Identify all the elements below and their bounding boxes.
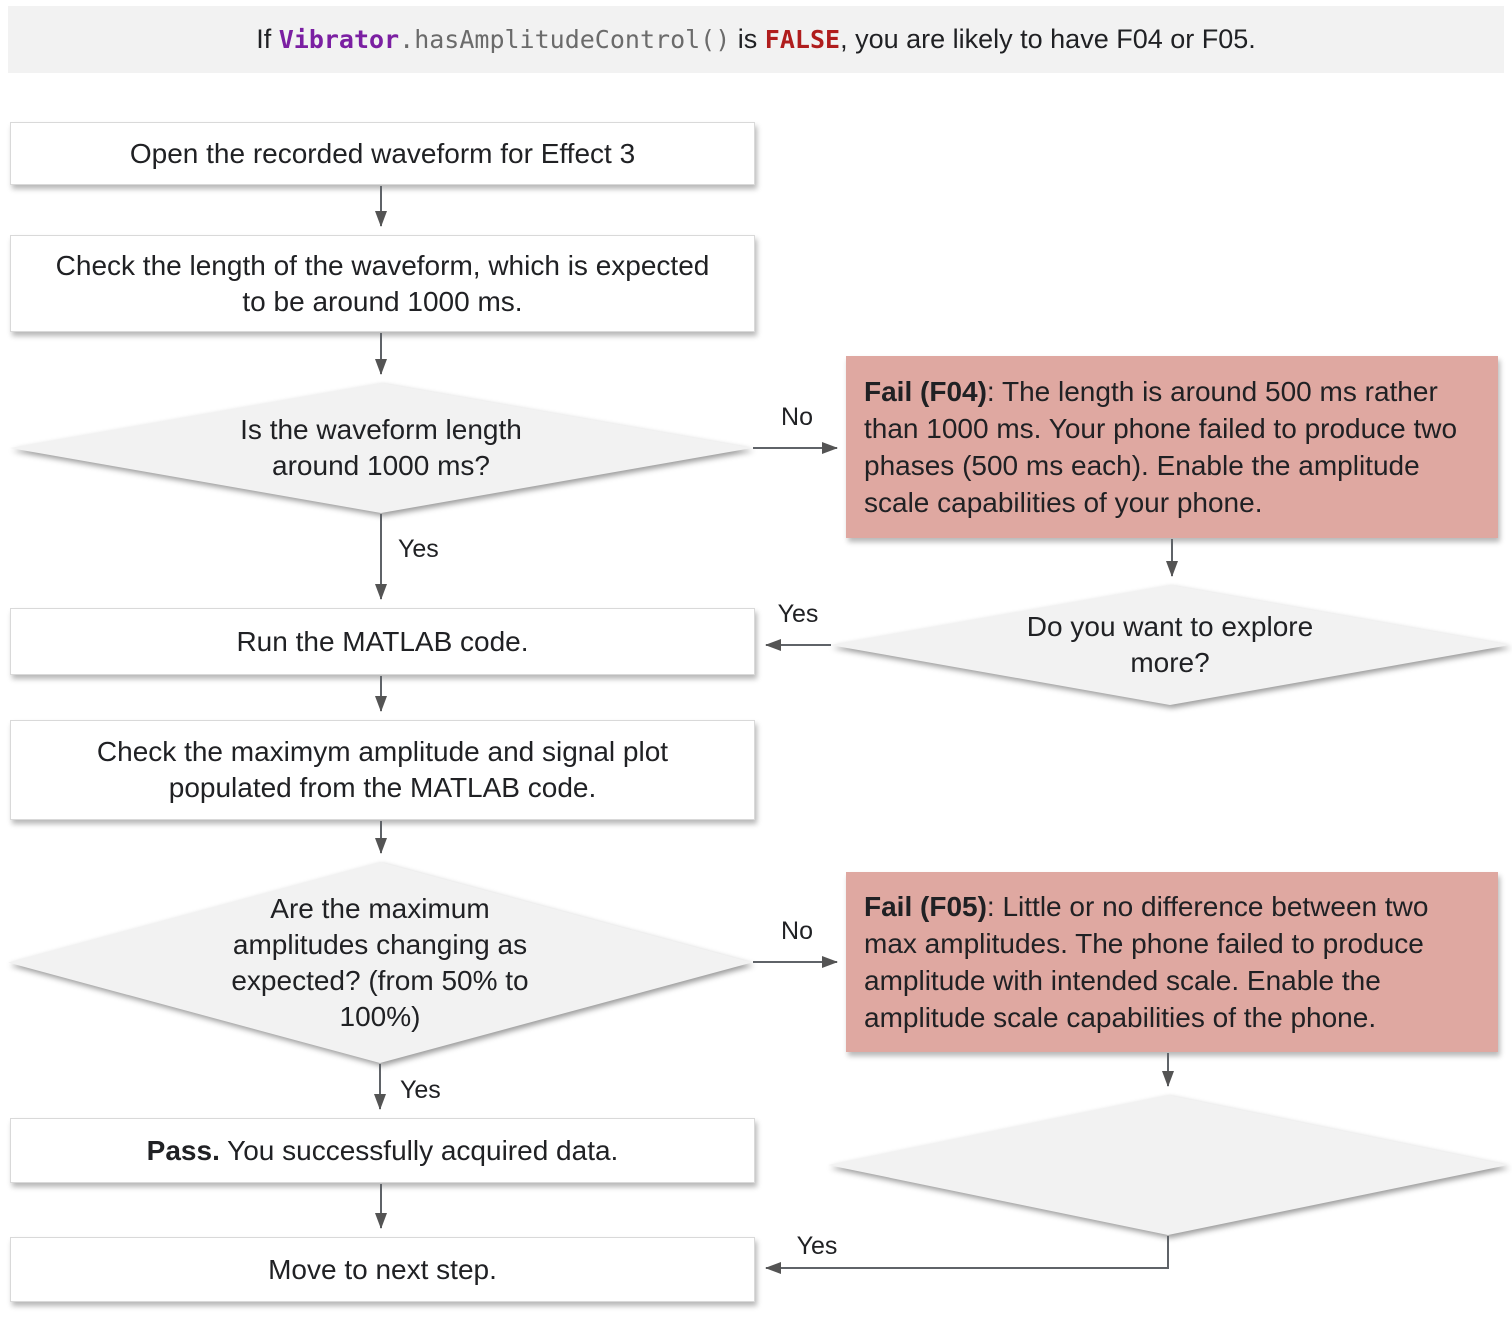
banner-suffix: , you are likely to have F04 or F05. [840, 24, 1256, 54]
pass-body: You successfully acquired data. [219, 1134, 619, 1166]
banner-code-false: FALSE [764, 25, 841, 54]
fail-f05-title: Fail (F05) [864, 891, 987, 922]
fail-f04-body: : The length is around 500 ms rather tha… [864, 376, 1458, 518]
pass-title: Pass. [146, 1134, 220, 1166]
node-open-waveform: Open the recorded waveform for Effect 3 [10, 122, 755, 185]
node-fail-f05-text: Fail (F05): Little or no difference betw… [864, 888, 1480, 1036]
node-pass-text: Pass. You successfully acquired data. [147, 1133, 619, 1169]
edge-label-no-1: No [781, 403, 813, 431]
node-fail-f04: Fail (F04): The length is around 500 ms … [846, 356, 1498, 538]
banner-prefix: If [256, 24, 279, 54]
node-explore-more-2-label [828, 1095, 1508, 1235]
node-explore-more-1-label: Do you want to explore more? [1026, 611, 1314, 678]
node-fail-f05: Fail (F05): Little or no difference betw… [846, 872, 1498, 1052]
fail-f04-title: Fail (F04) [864, 376, 987, 407]
node-check-length-label: Check the length of the waveform, which … [55, 249, 710, 317]
edge-label-no-2: No [781, 917, 813, 945]
banner-middle: is [730, 24, 765, 54]
node-check-amplitude-label: Check the maximym amplitude and signal p… [96, 736, 669, 803]
edge-label-explore-1-yes: Yes [777, 600, 819, 628]
node-fail-f04-text: Fail (F04): The length is around 500 ms … [864, 373, 1480, 521]
node-run-matlab-label: Run the MATLAB code. [236, 625, 529, 657]
node-move-next: Move to next step. [10, 1237, 755, 1302]
banner-code-class: Vibrator [278, 25, 400, 54]
condition-banner: If Vibrator.hasAmplitudeControl() is FAL… [8, 6, 1504, 73]
node-length-question: Is the waveform length around 1000 ms? [10, 383, 752, 513]
node-move-next-label: Move to next step. [268, 1253, 497, 1285]
edge-label-explore-2-yes: Yes [796, 1232, 838, 1260]
node-explore-more-2 [828, 1095, 1508, 1235]
edge-label-yes-2: Yes [400, 1076, 441, 1104]
fail-f05-body: : Little or no difference between two ma… [864, 891, 1429, 1033]
node-amplitude-question: Are the maximum amplitudes changing as e… [8, 862, 752, 1063]
banner-code-method: .hasAmplitudeControl() [399, 25, 731, 54]
node-pass: Pass. You successfully acquired data. [10, 1118, 755, 1183]
node-length-question-label: Is the waveform length around 1000 ms? [240, 414, 522, 481]
node-check-length: Check the length of the waveform, which … [10, 235, 755, 332]
node-amplitude-question-label: Are the maximum amplitudes changing as e… [231, 892, 529, 1032]
node-check-amplitude: Check the maximym amplitude and signal p… [10, 720, 755, 820]
node-explore-more-1: Do you want to explore more? [830, 585, 1510, 705]
edge-label-yes-1: Yes [398, 535, 439, 563]
node-open-waveform-label: Open the recorded waveform for Effect 3 [129, 137, 636, 169]
node-run-matlab: Run the MATLAB code. [10, 608, 755, 675]
